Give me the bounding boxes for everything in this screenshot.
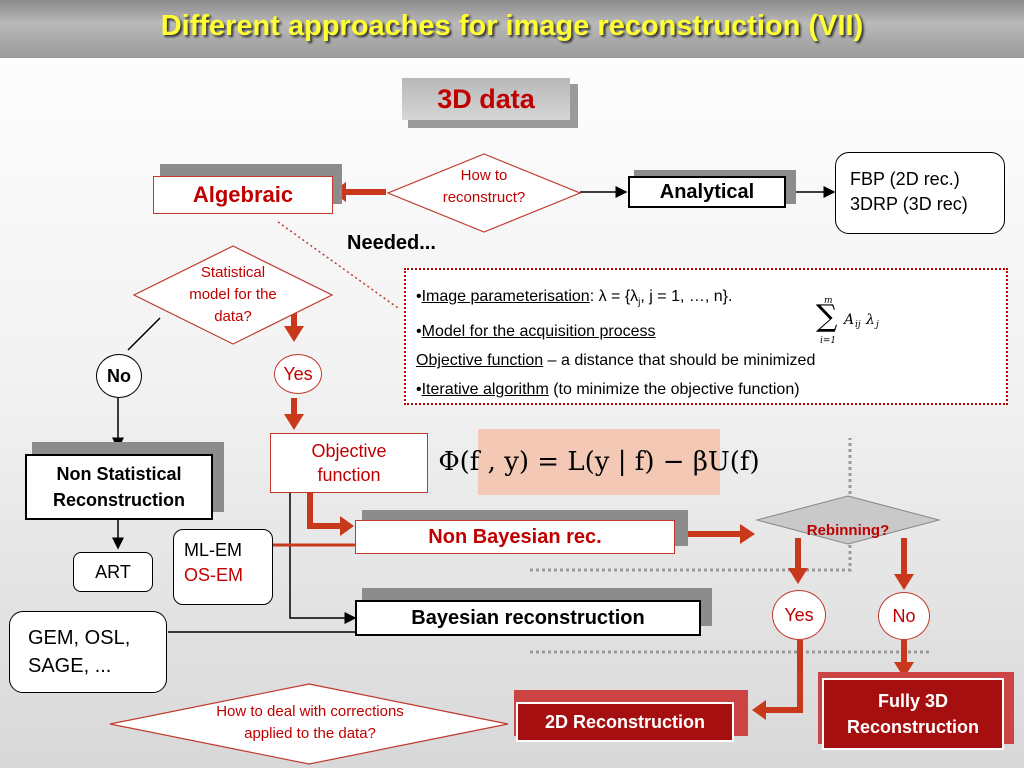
analytical-box: Analytical [628,176,786,208]
diagram-canvas: 3D data How to reconstruct? Algebraic An… [0,58,1024,768]
image-parameterisation-link: Image parameterisation [421,288,590,305]
analytical-label: Analytical [659,180,755,203]
statistical-diamond [132,245,334,345]
needed-line-1: •Image parameterisation: λ = {λj, j = 1,… [416,288,733,309]
iterative-algorithm-link: Iterative algorithm [421,381,549,399]
corrections-diamond [109,683,509,765]
3d-data-label: 3D data [437,83,535,114]
how-to-line1: How to [460,167,508,184]
fully-3d-box: Fully 3D Reconstruction [822,678,1004,750]
sum-formula: m ∑ i=1 A ij λ j [816,296,879,346]
arrow-to-bayes [289,493,357,624]
non-statistical-box: Non Statistical Reconstruction [25,454,213,520]
how-to-diamond [386,153,582,233]
fbp-label: FBP (2D rec.) [850,169,960,189]
acquisition-model-link: Model for the acquisition process [421,323,656,341]
osem-label: OS-EM [184,565,244,585]
needed-box: •Image parameterisation: λ = {λj, j = 1,… [404,268,1008,405]
rebin-yes-node: Yes [772,590,826,640]
needed-label: Needed... [347,232,436,254]
gem-box: GEM, OSL, SAGE, ... [9,611,167,693]
slide-header: Different approaches for image reconstru… [0,0,1024,58]
mlem-label: ML-EM [184,540,242,560]
statistical-text: Statistical model for the data? [189,264,277,325]
corrections-text: How to deal with corrections applied to … [216,703,404,742]
no-node: No [96,354,142,398]
objective-function-box: Objective function [270,433,428,493]
rebinning-diamond [755,495,941,545]
art-box: ART [73,552,153,592]
objective-function-link: Objective function [416,352,544,370]
fbp-3drp-box: FBP (2D rec.) 3DRP (3D rec) [835,152,1005,234]
sigma-icon: ∑ [816,299,838,334]
how-to-text: How to reconstruct? [416,164,552,210]
red-arrow-to-2drec [765,640,803,713]
algebraic-box: Algebraic [153,176,333,214]
needed-line-2: •Model for the acquisition process [416,323,656,341]
how-to-line2: reconstruct? [442,189,526,206]
rebin-no-node: No [878,592,930,640]
gray-dotted-guide [530,438,852,572]
needed-line-4: •Iterative algorithm (to minimize the ob… [416,381,800,399]
slide-title: Different approaches for image reconstru… [160,10,864,42]
yes-node: Yes [274,354,322,394]
objective-equation: Φ(f , y) = L(y | f) − βU(f) [438,429,760,495]
non-bayesian-box: Non Bayesian rec. [355,520,675,554]
rebinning-text: Rebinning? [806,521,890,539]
arrow-to-no [127,317,161,351]
3d-data-node: 3D data [402,78,570,120]
mlem-box: ML-EM OS-EM [173,529,273,605]
algebraic-label: Algebraic [192,182,294,207]
2d-reconstruction-box: 2D Reconstruction [516,702,734,742]
bayesian-box: Bayesian reconstruction [355,600,701,636]
red-arrow-to-nonbayes [307,493,340,529]
3drp-label: 3DRP (3D rec) [850,194,968,214]
needed-line-3: Objective function – a distance that sho… [416,352,816,370]
